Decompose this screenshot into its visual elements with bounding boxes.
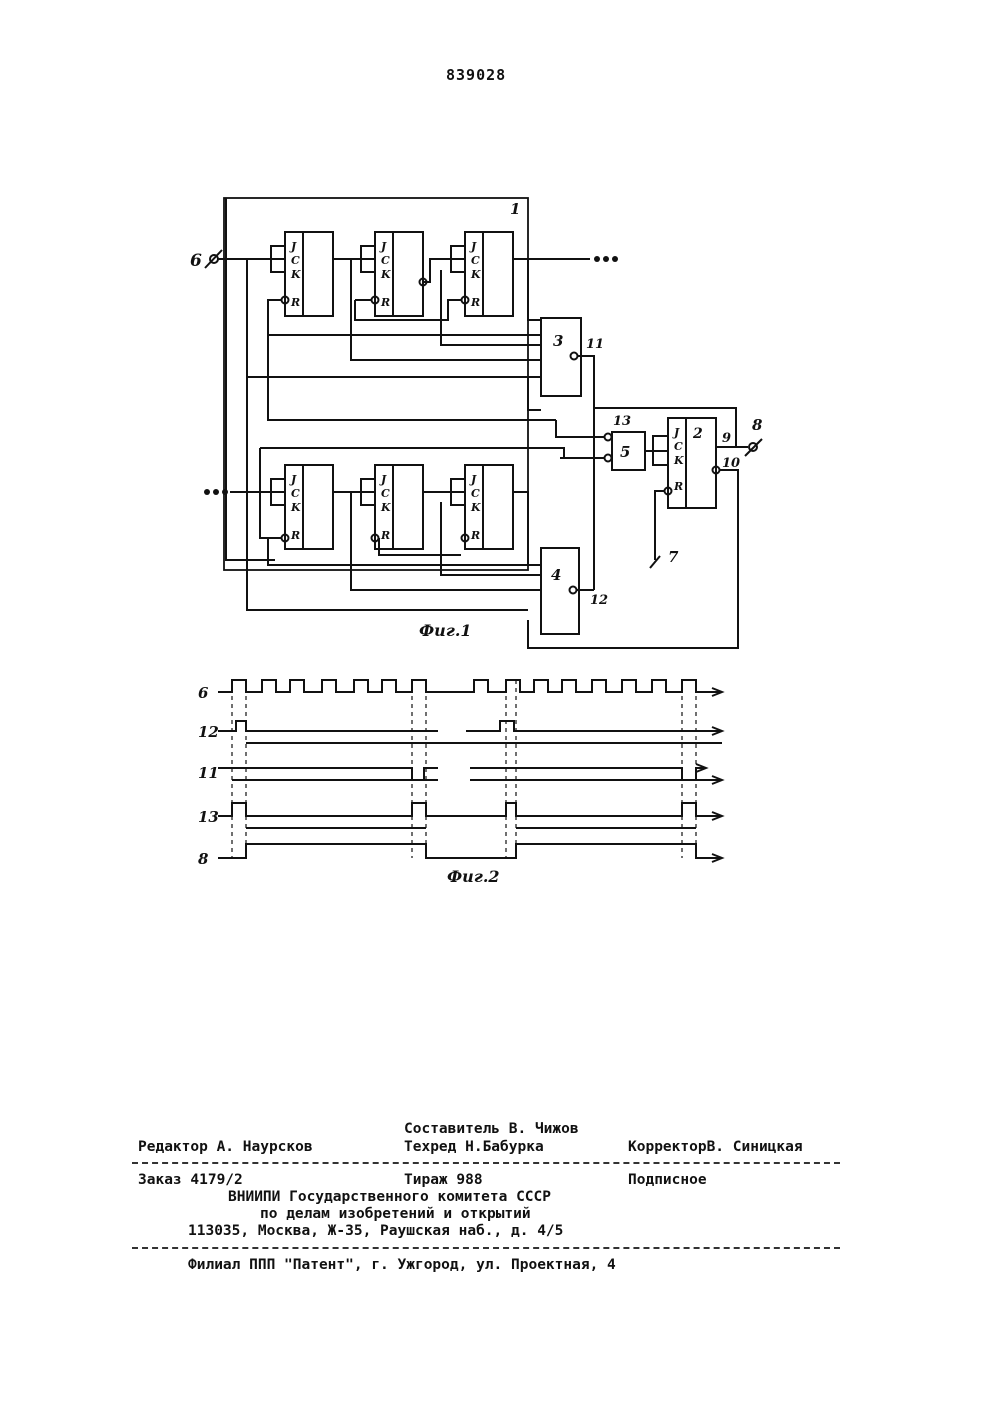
editor-line: Редактор А. Наурсков (138, 1139, 313, 1155)
signal-6-waveform (218, 680, 722, 692)
pin-label-c: C (471, 487, 480, 500)
signal-8-waveform (218, 844, 722, 858)
row-label-11: 11 (198, 764, 219, 782)
row-label-13: 13 (198, 808, 219, 826)
subscription-line: Подписное (628, 1172, 707, 1188)
pin-label-j: J (289, 240, 297, 253)
circulation-line: Тираж 988 (404, 1172, 483, 1188)
pin-label-j: J (379, 240, 387, 253)
divider-2 (132, 1247, 840, 1249)
label-trigger-2: 2 (692, 426, 703, 442)
branch-line: Филиал ППП "Патент", г. Ужгород, ул. Про… (188, 1257, 616, 1273)
pin-label-c: C (674, 440, 683, 453)
label-gate-3: 3 (553, 332, 563, 350)
pin-label-k: K (380, 501, 391, 514)
label-9: 9 (722, 431, 731, 446)
label-7: 7 (668, 548, 679, 566)
signal-11-waveform-a (218, 768, 438, 780)
techred-line: Техред Н.Бабурка (404, 1139, 544, 1155)
order-line: Заказ 4179/2 (138, 1172, 243, 1188)
pin-label-r: R (290, 296, 300, 309)
pin-label-k: K (380, 268, 391, 281)
signal-13-waveform (218, 803, 722, 816)
pin-label-r: R (290, 529, 300, 542)
figure2-caption: Фиг.2 (447, 867, 500, 886)
pin-label-j: J (672, 426, 680, 439)
label-gate-4: 4 (551, 566, 561, 584)
signal-12-waveform-b (466, 721, 722, 731)
figure1-caption: Фиг.1 (419, 621, 472, 640)
signal-12-waveform-a (218, 721, 438, 731)
gate-3 (541, 318, 581, 396)
pin-label-j: J (469, 473, 477, 486)
org-line-2: по делам изобретений и открытий (260, 1206, 531, 1222)
label-11: 11 (586, 337, 604, 352)
pin-label-k: K (673, 454, 684, 467)
compiler-line: Составитель В. Чижов (404, 1121, 579, 1137)
pin-label-c: C (381, 487, 390, 500)
row-label-6: 6 (198, 684, 209, 702)
pin-label-j: J (289, 473, 297, 486)
gate-4 (541, 548, 579, 634)
pin-label-r: R (380, 529, 390, 542)
org-line-1: ВНИИПИ Государственного комитета СССР (228, 1189, 551, 1205)
label-output-8: 8 (752, 416, 763, 434)
label-gate-5: 5 (620, 443, 630, 461)
circuit-diagram: 1 6 JCKRJCKRJCKRJCKRJCKRJCKRJCKR (0, 0, 1000, 700)
pin-label-j: J (469, 240, 477, 253)
row-label-12: 12 (198, 723, 219, 741)
row-label-8: 8 (198, 850, 209, 868)
address-line: 113035, Москва, Ж-35, Раушская наб., д. … (188, 1223, 563, 1239)
divider-1 (132, 1162, 840, 1164)
pin-label-j: J (379, 473, 387, 486)
label-12: 12 (590, 593, 608, 608)
pin-label-c: C (291, 487, 300, 500)
pin-label-c: C (471, 254, 480, 267)
pin-label-r: R (380, 296, 390, 309)
pin-label-k: K (290, 268, 301, 281)
label-13: 13 (613, 414, 631, 429)
pin-label-r: R (470, 529, 480, 542)
pin-label-c: C (291, 254, 300, 267)
pin-label-r: R (470, 296, 480, 309)
pin-label-k: K (470, 268, 481, 281)
label-block-1: 1 (510, 200, 520, 218)
pin-label-r: R (673, 480, 683, 493)
continuation-dots-top (594, 256, 618, 262)
pin-label-k: K (290, 501, 301, 514)
label-10: 10 (722, 456, 740, 471)
label-input-6: 6 (190, 251, 202, 271)
timing-diagram: 6 12 11 13 8 Фиг.2 (0, 672, 1000, 892)
corrector-line: КорректорВ. Синицкая (628, 1139, 803, 1155)
pin-label-k: K (470, 501, 481, 514)
pin-label-c: C (381, 254, 390, 267)
